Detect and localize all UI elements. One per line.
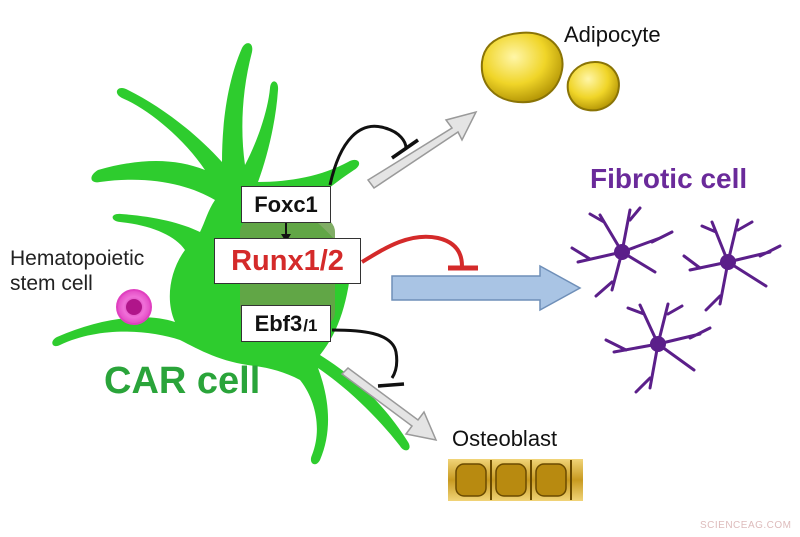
label-adipocyte: Adipocyte (564, 22, 661, 47)
osteoblast-cells (448, 459, 583, 501)
label-fibrotic-cell: Fibrotic cell (590, 163, 748, 194)
fibrotic-cell-3 (604, 302, 712, 394)
label-hematopoietic-line2: stem cell (10, 272, 93, 296)
arrow-to-osteoblast (340, 367, 438, 442)
inhibit-osteoblast-bar (377, 382, 405, 388)
label-osteoblast: Osteoblast (452, 426, 558, 451)
gene-label-ebf3-sub: /1 (303, 316, 318, 335)
label-car-cell: CAR cell (104, 360, 261, 402)
label-hematopoietic-line1: Hematopoietic (10, 247, 145, 270)
watermark-text: SCIENCEAG.COM (700, 520, 792, 531)
arrow-to-fibrotic (391, 264, 582, 312)
gene-box-foxc1: Foxc1 (241, 186, 331, 223)
inhibit-fibrotic (360, 234, 464, 267)
gene-box-runx: Runx1/2 (214, 238, 361, 284)
fibrotic-cell-1 (570, 206, 674, 298)
fibrotic-cell-2 (682, 218, 782, 312)
fibrotic-cells (570, 206, 782, 394)
adipocyte-large (480, 31, 564, 104)
hematopoietic-stem-cell (116, 289, 152, 325)
arrow-to-adipocyte (366, 110, 478, 190)
inhibit-adipocyte (328, 124, 408, 186)
gene-label-foxc1: Foxc1 (254, 191, 318, 217)
adipocyte-cells (480, 31, 620, 112)
inhibit-adipocyte-bar (391, 138, 419, 160)
gene-box-ebf3: Ebf3/1 (241, 305, 331, 342)
gene-label-ebf3: Ebf3 (254, 310, 303, 336)
inhibit-osteoblast (331, 328, 399, 379)
label-hematopoietic-stem-cell: Hematopoietic stem cell (10, 246, 144, 296)
gene-label-runx: Runx1/2 (231, 244, 344, 277)
adipocyte-small (566, 60, 620, 112)
